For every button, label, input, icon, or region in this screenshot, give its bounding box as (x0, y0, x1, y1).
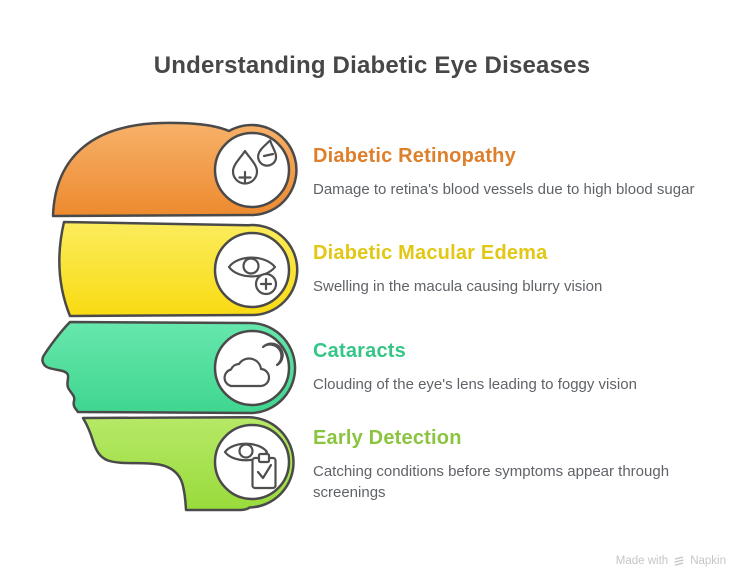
eye-clipboard-icon (223, 442, 277, 490)
section-macular-edema: Diabetic Macular Edema Swelling in the m… (313, 240, 737, 297)
section-heading: Diabetic Macular Edema (313, 242, 548, 264)
section-early-detection: Early Detection Catching conditions befo… (313, 425, 737, 503)
watermark-brand: Napkin (690, 555, 726, 567)
section-retinopathy: Diabetic Retinopathy Damage to retina's … (313, 143, 737, 200)
blood-drops-icon (231, 139, 278, 185)
cloud-moon-icon (223, 342, 284, 388)
section-description: Swelling in the macula causing blurry vi… (313, 278, 603, 295)
section-heading: Early Detection (313, 427, 462, 449)
section-description: Clouding of the eye's lens leading to fo… (313, 376, 637, 393)
page-title: Understanding Diabetic Eye Diseases (153, 52, 591, 79)
napkin-logo-icon (674, 556, 684, 566)
section-description: Damage to retina's blood vessels due to … (313, 181, 695, 198)
section-cataracts: Cataracts Clouding of the eye's lens lea… (313, 338, 737, 395)
section-heading: Cataracts (313, 340, 406, 362)
eye-plus-icon (227, 256, 278, 296)
watermark: Made with Napkin (616, 555, 726, 567)
section-description: Catching conditions before symptoms appe… (313, 463, 670, 501)
section-heading: Diabetic Retinopathy (313, 145, 516, 167)
watermark-prefix: Made with (615, 555, 669, 567)
